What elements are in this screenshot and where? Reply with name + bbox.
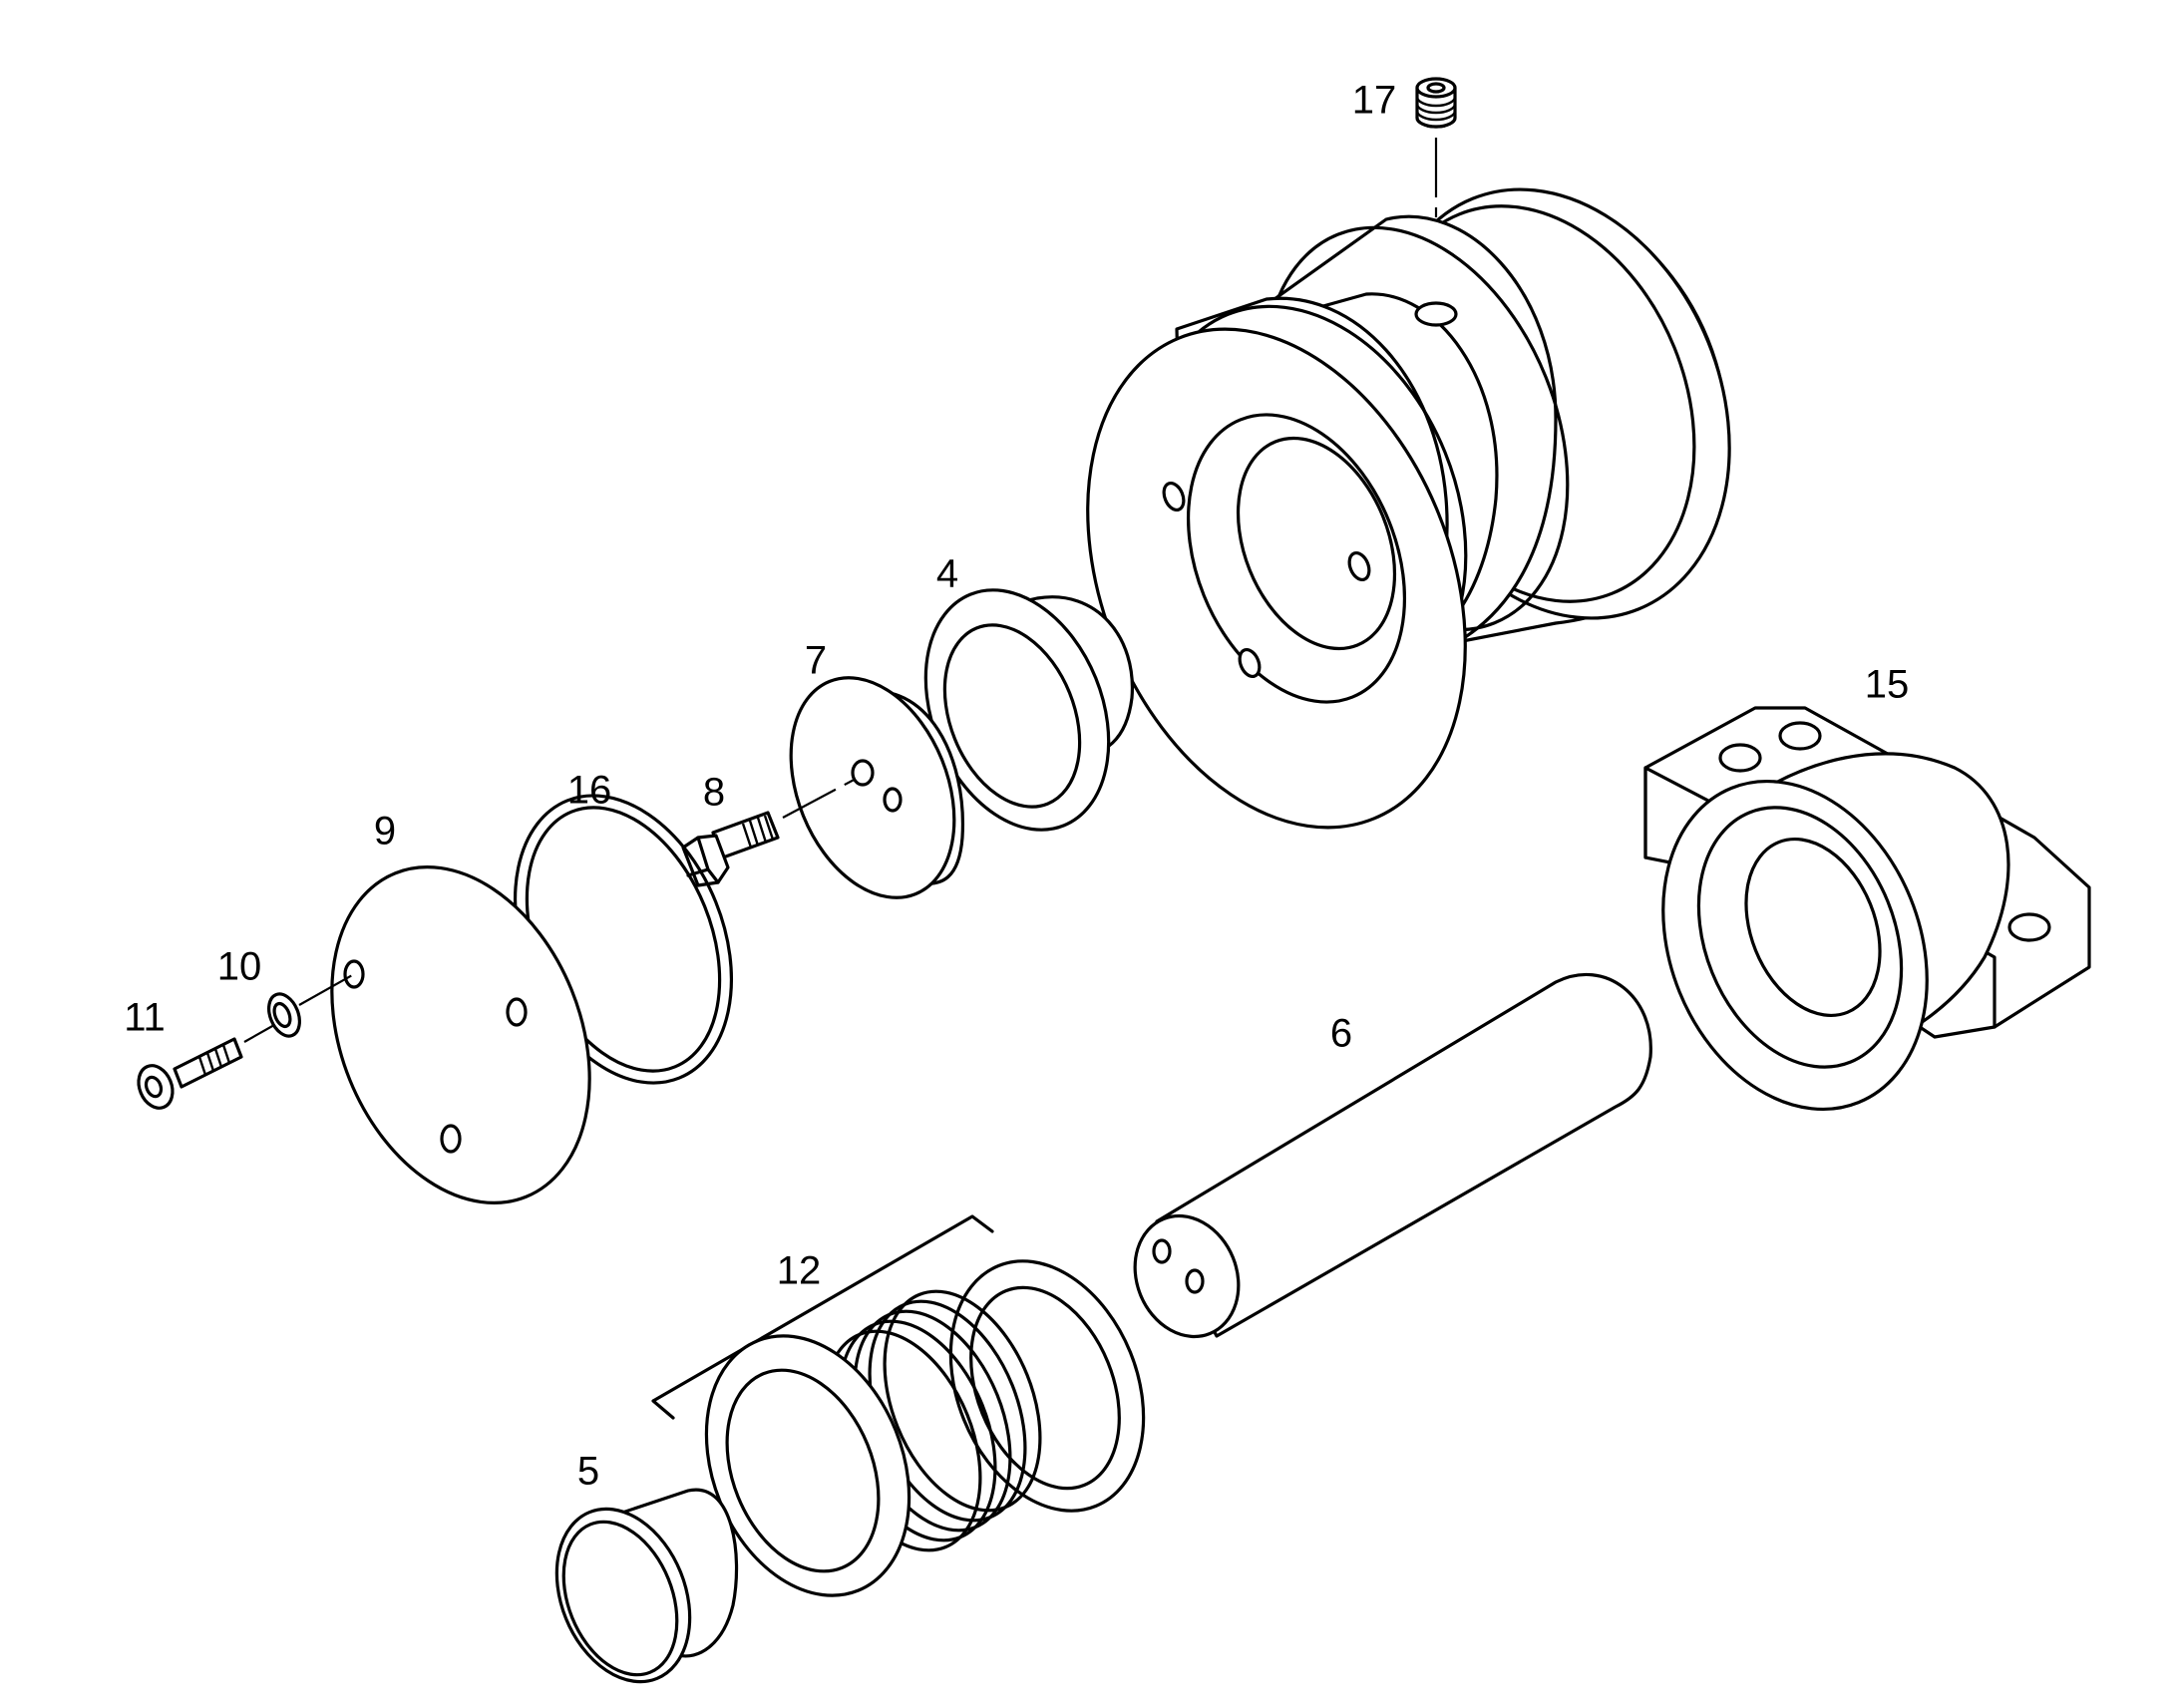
part-15-bracket[interactable] xyxy=(1616,706,2091,1149)
callout-11: 11 xyxy=(124,996,166,1040)
part-8-hex-bolt[interactable] xyxy=(681,811,780,887)
axis-line-8 xyxy=(782,777,859,819)
roller-body[interactable] xyxy=(1017,137,1791,883)
callout-7: 7 xyxy=(805,639,827,683)
callout-5: 5 xyxy=(577,1450,599,1494)
part-11-socket-screw[interactable] xyxy=(133,1037,243,1113)
callout-9: 9 xyxy=(374,810,396,854)
callout-16: 16 xyxy=(567,769,612,813)
part-4-collar[interactable] xyxy=(892,562,1142,856)
part-7-thrust-plate[interactable] xyxy=(760,653,984,921)
callout-15: 15 xyxy=(1865,663,1910,707)
callout-12: 12 xyxy=(777,1249,822,1293)
callout-4: 4 xyxy=(936,552,958,596)
callout-10: 10 xyxy=(217,945,262,989)
axis-line-10 xyxy=(298,973,355,1006)
part-5-bushing[interactable] xyxy=(533,1488,739,1701)
callout-17: 17 xyxy=(1352,79,1397,123)
callout-6: 6 xyxy=(1330,1012,1352,1056)
axis-line-11 xyxy=(243,1024,275,1043)
part-17-grease-plug[interactable] xyxy=(1415,77,1457,129)
part-6-shaft[interactable] xyxy=(1117,972,1652,1352)
part-9-cover[interactable] xyxy=(284,829,637,1241)
callout-8: 8 xyxy=(703,771,725,815)
part-12-seal-group[interactable] xyxy=(669,1232,1179,1626)
part-10-washer[interactable] xyxy=(263,989,305,1040)
